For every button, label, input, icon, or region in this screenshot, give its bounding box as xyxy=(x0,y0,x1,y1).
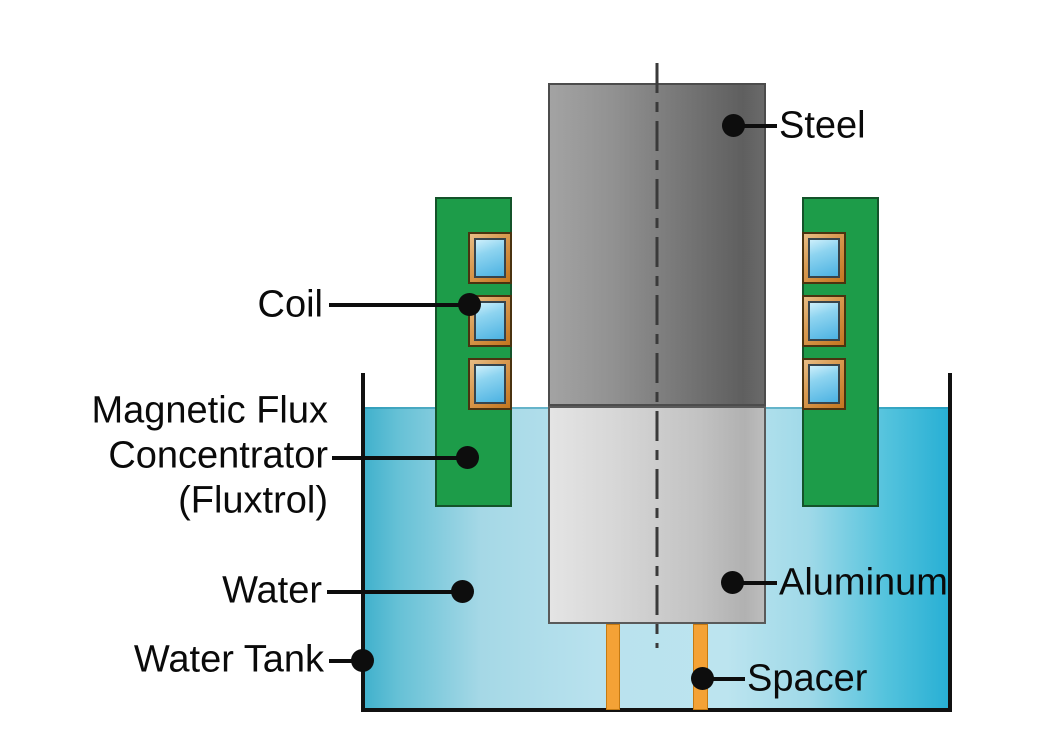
label-water-tank: Water Tank xyxy=(133,638,324,681)
coil-left-column xyxy=(468,232,512,410)
water-tank-leader-dot xyxy=(351,649,374,672)
label-mfc-line1: Magnetic Flux xyxy=(91,389,328,432)
aluminum-leader-line xyxy=(733,581,777,585)
label-mfc-line2: Concentrator xyxy=(108,434,328,477)
concentrator-leader-dot xyxy=(456,446,479,469)
water-tank-right-wall xyxy=(948,373,952,712)
label-aluminum: Aluminum xyxy=(779,561,948,604)
water-tank-leader-line xyxy=(329,659,363,663)
water-tank-left-wall xyxy=(361,373,365,712)
coil-conductor xyxy=(474,364,506,404)
water-leader-dot xyxy=(451,580,474,603)
coil-leader-line xyxy=(329,303,470,307)
coil-conductor xyxy=(808,364,840,404)
coil-turn xyxy=(468,358,512,410)
centerline-axis-icon xyxy=(655,63,659,648)
label-magnetic-flux-concentrator: Magnetic Flux Concentrator (Fluxtrol) xyxy=(91,389,328,524)
water-tank-bottom xyxy=(361,708,952,712)
coil-conductor xyxy=(474,238,506,278)
label-spacer: Spacer xyxy=(747,657,868,700)
coil-turn xyxy=(802,295,846,347)
coil-conductor xyxy=(808,238,840,278)
label-steel: Steel xyxy=(779,104,866,147)
aluminum-leader-dot xyxy=(721,571,744,594)
label-water: Water xyxy=(222,569,322,612)
steel-leader-line xyxy=(733,124,777,128)
coil-turn xyxy=(802,232,846,284)
spacer-leader-line xyxy=(703,677,745,681)
coil-turn xyxy=(802,358,846,410)
steel-leader-dot xyxy=(722,114,745,137)
coil-leader-dot xyxy=(458,293,481,316)
spacer-leader-dot xyxy=(691,667,714,690)
coil-conductor xyxy=(808,301,840,341)
coil-right-column xyxy=(802,232,846,410)
water-leader-line xyxy=(327,590,463,594)
label-coil: Coil xyxy=(257,283,323,326)
coil-turn xyxy=(468,232,512,284)
spacer-left xyxy=(606,624,620,710)
concentrator-leader-line xyxy=(332,456,468,460)
label-mfc-line3: (Fluxtrol) xyxy=(178,479,328,522)
